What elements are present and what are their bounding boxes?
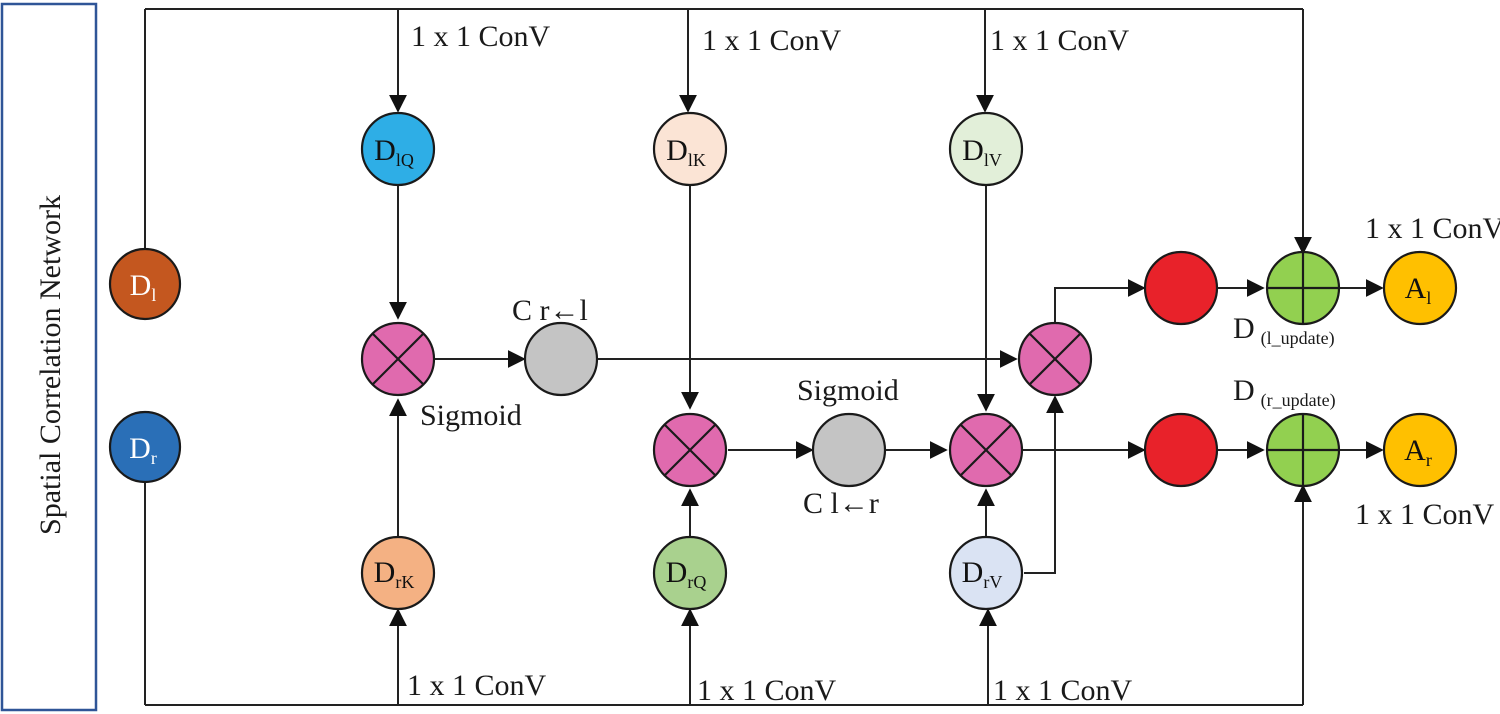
node-dlq-base: D [374,134,396,167]
svg-text:Ar: Ar [1404,434,1432,470]
node-dr-sub: r [151,448,157,468]
node-drk-circle [360,535,436,611]
conv-label-bottom-k: 1 x 1 ConV [407,669,547,702]
node-ar-base: A [1404,434,1426,467]
node-dlk-circle [652,111,728,187]
node-dl: Dl [108,247,182,321]
svg-text:Dl: Dl [130,269,157,305]
svg-text:DrV: DrV [962,556,1003,592]
svg-text:DlK: DlK [666,134,706,170]
node-al: Al [1382,250,1458,326]
node-drq: DrQ [652,535,728,611]
sigmoid-circle-c-l-r [811,412,887,488]
node-dl-circle [108,247,182,321]
node-ar-sub: r [1426,450,1432,470]
node-drk-sub: rK [395,572,414,592]
node-dlk-sub: lK [688,150,706,170]
side-panel-title: Spatial Correlation Network [34,195,67,535]
node-al-base: A [1405,272,1427,305]
node-drv-base: D [962,556,984,589]
node-dlq-circle [360,111,436,187]
node-dlv-base: D [962,134,984,167]
multiply-op-1 [360,321,436,397]
conv-label-top-k: 1 x 1 ConV [702,24,842,57]
svg-text:DrK: DrK [374,556,415,592]
node-dlv-circle [948,111,1024,187]
multiply-op-4 [1017,321,1093,397]
c-r-l-label: C r←l [512,294,588,327]
sigmoid-label-left: Sigmoid [420,399,522,432]
red-node-bottom [1143,412,1219,488]
node-dlq-sub: lQ [396,150,414,170]
node-dlk: DlK [652,111,728,187]
side-panel [0,2,98,712]
node-al-sub: l [1426,288,1431,308]
c-l-r-label: C l←r [803,487,879,520]
node-ar: Ar [1382,412,1458,488]
multiply-op-2 [652,412,728,488]
node-dr: Dr [108,410,182,484]
svg-text:DlV: DlV [962,134,1002,170]
add-op-bottom [1265,412,1341,488]
conv-label-bottom-v: 1 x 1 ConV [993,674,1133,707]
node-drk: DrK [360,535,436,611]
conv-label-out-right: 1 x 1 ConV [1355,498,1495,531]
svg-text:Dr: Dr [129,432,157,468]
node-drk-base: D [374,556,396,589]
node-dr-circle [108,410,182,484]
node-dl-base: D [130,269,152,302]
d-l-update-sub: (l_update) [1261,328,1335,349]
node-al-circle [1382,250,1458,326]
node-dlv: DlV [948,111,1024,187]
node-drq-sub: rQ [687,572,706,592]
d-r-update-label: D (r_update) [1233,374,1336,411]
node-drv-sub: rV [983,572,1002,592]
node-dl-sub: l [151,285,156,305]
red-node-top [1143,250,1219,326]
node-dlk-base: D [666,134,688,167]
node-drv: DrV [948,535,1024,611]
multiply-op-3 [948,412,1024,488]
sigmoid-label-mid: Sigmoid [797,374,899,407]
node-ar-circle [1382,412,1458,488]
conv-label-top-q: 1 x 1 ConV [411,20,551,53]
node-dr-base: D [129,432,151,465]
add-op-top [1265,250,1341,326]
svg-text:DrQ: DrQ [666,556,707,592]
conv-label-top-v: 1 x 1 ConV [990,24,1130,57]
d-r-update-sub: (r_update) [1261,390,1336,411]
d-l-update-base: D [1233,312,1255,345]
node-dlq: DlQ [360,111,436,187]
sigmoid-circle-c-r-l [523,321,599,397]
node-dlv-sub: lV [984,150,1002,170]
svg-text:Al: Al [1405,272,1432,308]
conv-label-bottom-q: 1 x 1 ConV [697,674,837,707]
d-l-update-label: D (l_update) [1233,312,1335,349]
conv-label-out-left: 1 x 1 ConV [1365,212,1500,245]
d-r-update-base: D [1233,374,1255,407]
wires [144,8,1384,706]
node-drv-circle [948,535,1024,611]
node-drq-circle [652,535,728,611]
node-drq-base: D [666,556,688,589]
svg-text:DlQ: DlQ [374,134,414,170]
